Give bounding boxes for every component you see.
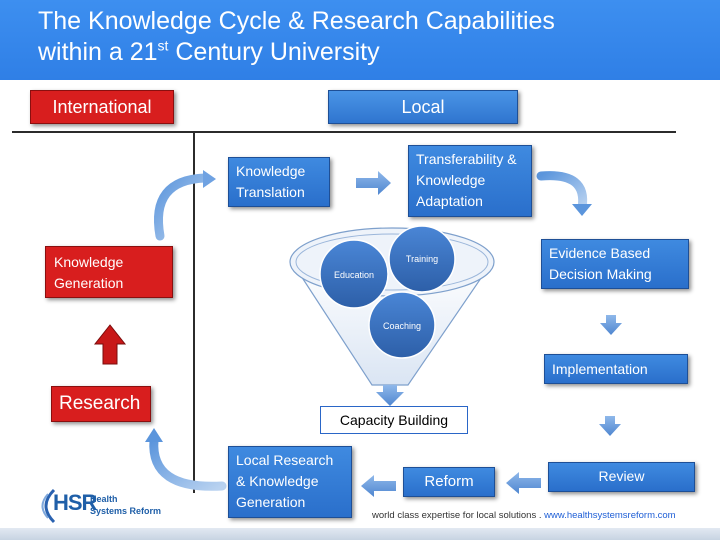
knowledge-translation-box: Knowledge Translation xyxy=(228,157,330,207)
left-arrow-icon-2 xyxy=(361,475,396,497)
transferability-box: Transferability & Knowledge Adaptation xyxy=(408,145,532,217)
title-line2-post: Century University xyxy=(168,38,380,66)
footer-tagline: world class expertise for local solution… xyxy=(372,510,676,521)
logo-mark xyxy=(41,488,56,524)
reform-box: Reform xyxy=(403,467,495,497)
title-line2-pre: within a 21 xyxy=(38,38,158,66)
page-title: The Knowledge Cycle & Research Capabilit… xyxy=(38,6,678,68)
curved-arrow-up-icon xyxy=(154,173,210,241)
coaching-circle xyxy=(368,291,436,359)
implementation-box: Implementation xyxy=(544,354,688,384)
logo-line2: Systems Reform xyxy=(90,506,162,516)
logo-abbr: HSR xyxy=(53,490,97,515)
international-header: International xyxy=(30,90,174,124)
logo-line1: Health xyxy=(90,494,118,504)
capacity-building-box: Capacity Building xyxy=(320,406,468,434)
left-arrow-icon xyxy=(506,472,541,494)
education-circle xyxy=(319,239,389,309)
title-line1: The Knowledge Cycle & Research Capabilit… xyxy=(38,7,555,35)
review-box: Review xyxy=(548,462,695,492)
coaching-label: Coaching xyxy=(383,321,421,331)
title-bar xyxy=(0,0,720,80)
footer-band xyxy=(0,528,720,540)
red-up-arrow-icon xyxy=(93,324,127,365)
footer-text: world class expertise for local solution… xyxy=(372,510,545,521)
down-arrow-icon-2 xyxy=(599,416,621,436)
curved-arrow-icon xyxy=(536,171,588,213)
curved-arrow-head xyxy=(572,204,592,216)
knowledge-generation-box: Knowledge Generation xyxy=(45,246,173,298)
curved-arrow-left-head xyxy=(145,428,163,442)
title-line2-sup: st xyxy=(157,37,169,54)
vertical-divider xyxy=(193,133,195,493)
local-research-box: Local Research & Knowledge Generation xyxy=(228,446,352,518)
footer-link[interactable]: www.healthsystemsreform.com xyxy=(544,510,676,521)
evidence-based-decision-box: Evidence Based Decision Making xyxy=(541,239,689,289)
training-circle xyxy=(388,225,456,293)
curved-arrow-up-head xyxy=(203,170,216,188)
training-label: Training xyxy=(406,254,438,264)
curved-arrow-left-icon xyxy=(149,435,227,491)
down-arrow-icon xyxy=(600,315,622,335)
right-arrow-icon xyxy=(356,171,391,195)
funnel-down-arrow xyxy=(376,385,404,406)
education-label: Education xyxy=(334,270,374,280)
research-box: Research xyxy=(51,386,151,422)
local-header: Local xyxy=(328,90,518,124)
horizontal-divider xyxy=(12,131,676,133)
